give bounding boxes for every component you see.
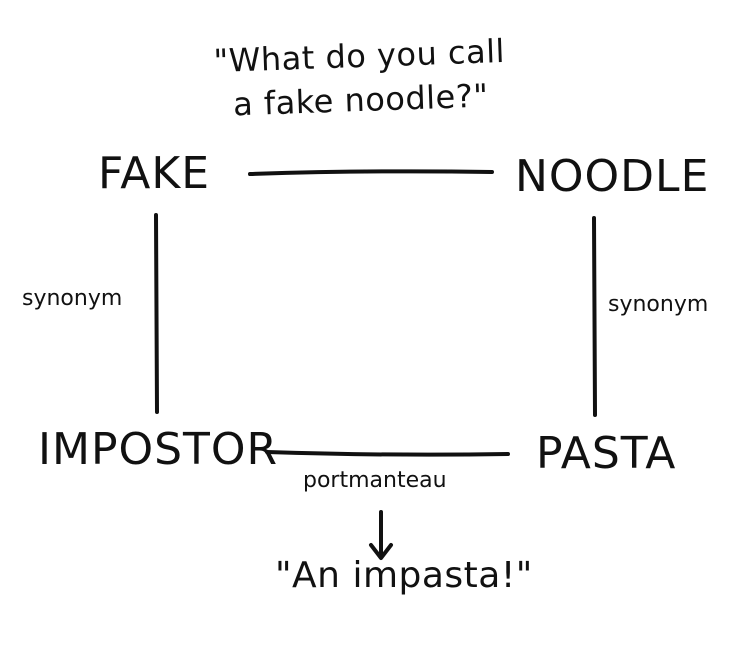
top-connector-line <box>248 169 494 176</box>
node-impostor: IMPOSTOR <box>38 424 279 475</box>
synonym-label-left: synonym <box>22 286 123 311</box>
bottom-connector-line <box>265 450 510 457</box>
joke-question: "What do you call a fake noodle?" <box>129 26 592 130</box>
joke-answer: "An impasta!" <box>275 555 533 596</box>
portmanteau-label: portmanteau <box>303 468 447 493</box>
node-noodle: NOODLE <box>515 151 710 202</box>
node-fake: FAKE <box>98 148 211 199</box>
node-pasta: PASTA <box>536 428 677 479</box>
left-connector-line <box>154 213 159 414</box>
synonym-label-right: synonym <box>608 292 709 317</box>
right-connector-line <box>592 216 597 417</box>
